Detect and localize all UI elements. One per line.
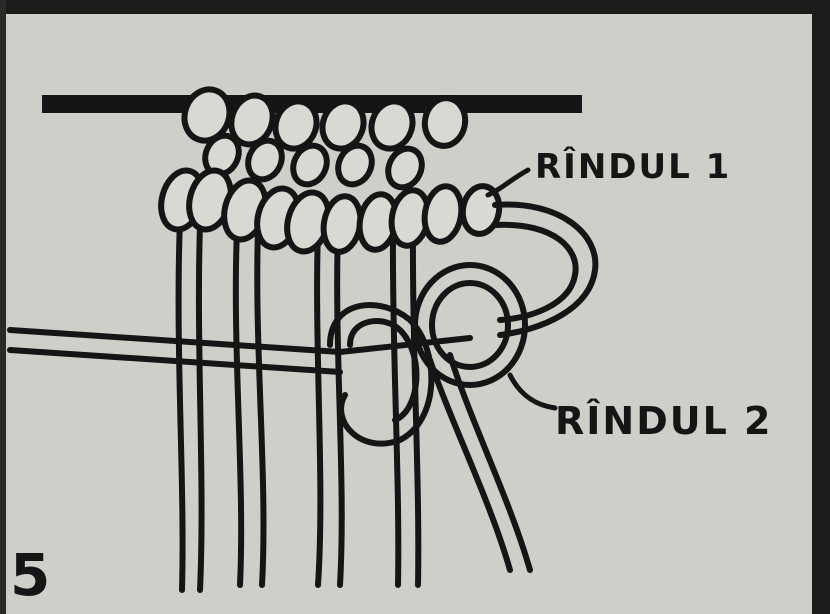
row2-knots xyxy=(155,166,503,256)
working-loop xyxy=(330,205,595,570)
figure-number: 5 xyxy=(10,541,50,609)
leader-row1 xyxy=(488,170,528,195)
leader-row2 xyxy=(510,375,555,408)
label-row2: RÎNDUL 2 xyxy=(555,399,773,443)
label-row1: RÎNDUL 1 xyxy=(535,147,731,187)
hanging-cords xyxy=(179,220,419,590)
